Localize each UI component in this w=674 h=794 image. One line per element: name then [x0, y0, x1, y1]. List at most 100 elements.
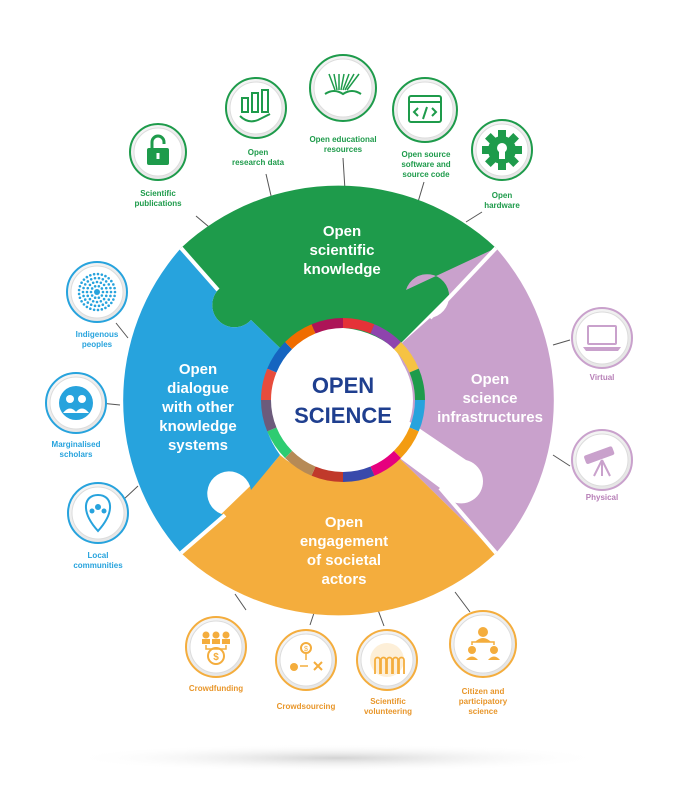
- svg-text:knowledge: knowledge: [159, 418, 237, 435]
- ring-segment: [261, 400, 277, 432]
- satellite-label: peoples: [82, 340, 113, 349]
- ring-segment: [409, 400, 425, 432]
- svg-text:Open: Open: [325, 514, 363, 531]
- crowdsourcing-icon: $: [290, 642, 323, 671]
- satellite-label: source code: [402, 170, 450, 179]
- puzzle-wheel: [123, 185, 554, 616]
- svg-text:of societal: of societal: [307, 552, 381, 569]
- quadrant-label-dialogue: Open dialogue with other knowledge syste…: [159, 361, 237, 454]
- satellite-label: Virtual: [590, 373, 615, 382]
- scholars-icon: [59, 386, 93, 420]
- ring-segment: [311, 466, 343, 482]
- svg-text:dialogue: dialogue: [167, 380, 229, 397]
- ring-segment: [311, 318, 343, 334]
- satellite-label: resources: [324, 145, 363, 154]
- satellite-label: scholars: [60, 450, 93, 459]
- svg-text:knowledge: knowledge: [303, 261, 381, 278]
- center-ring: [261, 318, 425, 482]
- quadrant-green: [181, 185, 496, 349]
- connector-lines: [99, 157, 571, 627]
- satellite-label: Scientific: [370, 697, 406, 706]
- quadrant-purple: [395, 248, 554, 553]
- satellite-crowdsourcing: $ Crowdsourcing: [275, 629, 337, 711]
- ring-segment: [267, 342, 293, 373]
- code-window-icon: [408, 95, 442, 123]
- quadrant-blue: [123, 248, 280, 553]
- satellite-label: Open educational: [309, 135, 376, 144]
- data-chart-icon: [239, 89, 271, 123]
- ring-segment: [261, 368, 277, 400]
- satellite-label: software and: [401, 160, 450, 169]
- ring-segment: [285, 324, 316, 350]
- satellite-label: Indigenous: [76, 330, 119, 339]
- center-title-line2: SCIENCE: [294, 403, 392, 428]
- quadrant-label-knowledge: Open scientific knowledge: [303, 223, 381, 278]
- ring-segment: [370, 450, 401, 476]
- satellite-label: hardware: [484, 201, 520, 210]
- svg-text:Open: Open: [323, 223, 361, 240]
- ring-segment: [393, 342, 419, 373]
- quadrant-label-engagement: Open engagement of societal actors: [300, 514, 388, 588]
- ring-segment: [343, 318, 375, 334]
- padlock-open-icon: [147, 134, 169, 165]
- satellite-label: Citizen and: [462, 687, 505, 696]
- ring-segment: [409, 368, 425, 400]
- ring-segment: [370, 324, 401, 350]
- quadrant-orange: [181, 455, 496, 616]
- satellite-label: Marginalised: [52, 440, 101, 449]
- satellite-label: Open: [248, 148, 269, 157]
- svg-text:actors: actors: [321, 571, 366, 588]
- ring-segment: [343, 466, 375, 482]
- svg-text:scientific: scientific: [309, 242, 374, 259]
- ring-segment: [267, 427, 293, 458]
- concentric-dots-icon: [77, 272, 117, 312]
- center-disc: [273, 330, 413, 470]
- satellite-label: Open: [492, 191, 513, 200]
- svg-text:with other: with other: [161, 399, 234, 416]
- raised-hands-icon: [370, 643, 405, 677]
- quadrant-label-infrastructures: Open science infrastructures: [437, 371, 543, 426]
- open-book-icon: [324, 73, 362, 96]
- svg-text:Open: Open: [471, 371, 509, 388]
- svg-text:science: science: [462, 390, 517, 407]
- people-network-icon: [466, 627, 500, 660]
- crowdfunding-icon: $: [202, 631, 230, 665]
- satellite-label: publications: [134, 199, 182, 208]
- satellite-label: Local: [88, 551, 109, 560]
- satellite-label: Open source: [402, 150, 451, 159]
- satellite-virtual: Virtual: [571, 307, 633, 382]
- floor-shadow: [67, 744, 607, 772]
- satellite-label: Crowdsourcing: [277, 702, 336, 711]
- svg-text:Open: Open: [179, 361, 217, 378]
- ring-segment: [285, 450, 316, 476]
- satellite-label: Physical: [586, 493, 618, 502]
- satellite-crowdfunding: $ Crowdfunding: [185, 616, 247, 693]
- satellite-label: Crowdfunding: [189, 684, 243, 693]
- laptop-icon: [583, 325, 621, 351]
- ring-segment: [393, 427, 419, 458]
- svg-text:$: $: [213, 652, 219, 663]
- center-title-line1: OPEN: [312, 373, 374, 398]
- satellite-label: Scientific: [140, 189, 176, 198]
- satellite-label: volunteering: [364, 707, 412, 716]
- satellite-label: participatory: [459, 697, 508, 706]
- telescope-icon: [584, 446, 615, 477]
- svg-text:$: $: [304, 646, 308, 653]
- svg-text:infrastructures: infrastructures: [437, 409, 543, 426]
- satellite-label: communities: [73, 561, 123, 570]
- satellite-label: science: [468, 707, 498, 716]
- satellite-label: research data: [232, 158, 285, 167]
- gear-icon: [482, 130, 522, 170]
